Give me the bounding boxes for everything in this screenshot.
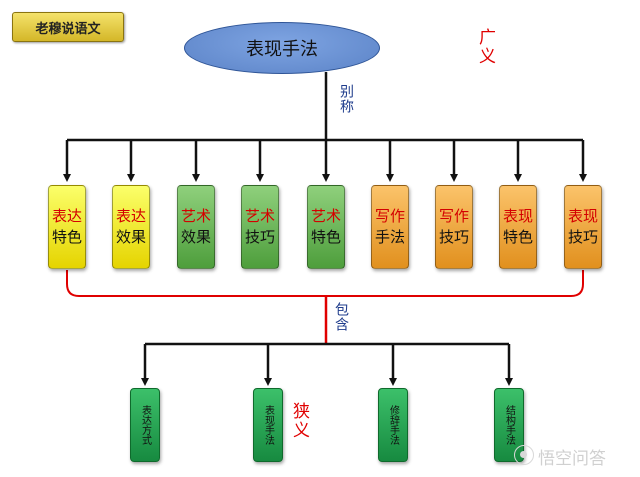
narrow-line1: 结构 [503, 405, 515, 425]
root-node: 表现手法 [184, 22, 380, 74]
alias-line1: 写作 [438, 207, 469, 225]
narrow-box: 修辞手法 [378, 388, 408, 462]
alias-line1: 写作 [374, 207, 405, 225]
alias-line2: 效果 [115, 228, 146, 246]
alias-box: 表达特色 [48, 185, 86, 269]
alias-line1: 表现 [567, 207, 598, 225]
author-badge: 老穆说语文 [12, 12, 124, 42]
narrow-line1: 修辞 [387, 405, 399, 425]
alias-line2: 技巧 [567, 228, 598, 246]
alias-line1: 艺术 [310, 207, 341, 225]
alias-line2: 技巧 [438, 228, 469, 246]
narrow-line2: 手法 [387, 425, 399, 445]
alias-line2: 技巧 [244, 228, 275, 246]
alias-line1: 艺术 [180, 207, 211, 225]
alias-line1: 表达 [51, 207, 82, 225]
alias-line2: 特色 [310, 228, 341, 246]
wukong-logo-icon [514, 445, 534, 465]
contains-label: 包含 [333, 302, 349, 332]
narrow-box: 表达方式 [130, 388, 160, 462]
alias-box: 艺术技巧 [241, 185, 279, 269]
alias-box: 写作技巧 [435, 185, 473, 269]
alias-line1: 表达 [115, 207, 146, 225]
alias-line2: 手法 [374, 228, 405, 246]
alias-line2: 特色 [51, 228, 82, 246]
alias-line1: 表现 [502, 207, 533, 225]
alias-label: 别称 [338, 84, 354, 114]
alias-box: 表达效果 [112, 185, 150, 269]
narrow-box: 表现手法 [253, 388, 283, 462]
narrow-sense-label: 狭义 [289, 402, 309, 440]
root-label: 表现手法 [246, 39, 318, 60]
narrow-line2: 手法 [503, 425, 515, 445]
alias-box: 表现技巧 [564, 185, 602, 269]
alias-line1: 艺术 [244, 207, 275, 225]
alias-box: 艺术特色 [307, 185, 345, 269]
alias-box: 表现特色 [499, 185, 537, 269]
narrow-line2: 方式 [139, 425, 151, 445]
broad-sense-label: 广义 [475, 28, 495, 66]
alias-box: 艺术效果 [177, 185, 215, 269]
alias-box: 写作手法 [371, 185, 409, 269]
narrow-line1: 表达 [139, 405, 151, 425]
watermark: 悟空问答 [538, 449, 606, 469]
alias-line2: 特色 [502, 228, 533, 246]
alias-line2: 效果 [180, 228, 211, 246]
narrow-line1: 表现 [262, 405, 274, 425]
narrow-line2: 手法 [262, 425, 274, 445]
